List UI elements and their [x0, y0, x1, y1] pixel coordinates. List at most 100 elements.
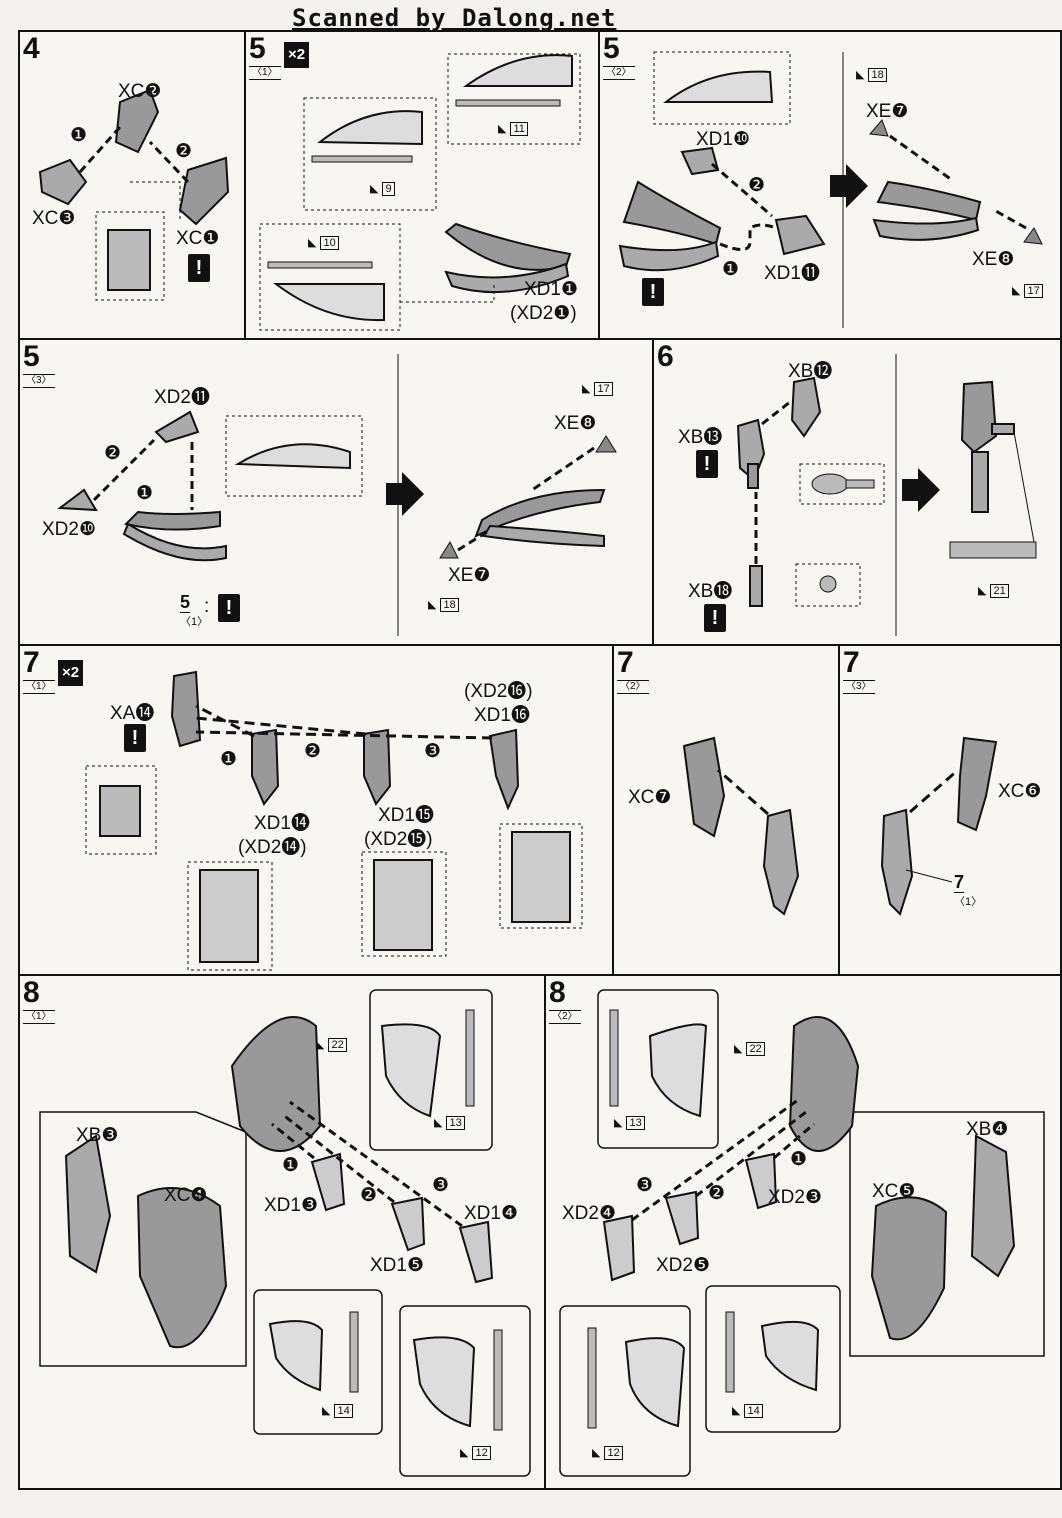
order-1: ❶	[282, 1155, 300, 1176]
sub-step: 〈1〉	[23, 680, 55, 694]
next-arrow-icon	[902, 468, 940, 512]
label-xb12: XB⓬	[788, 361, 833, 382]
step-5-1-drawing	[259, 53, 581, 331]
runner-part-14: ◣14	[732, 1404, 763, 1418]
step-number: 7	[843, 646, 860, 679]
order-1: ❶	[220, 749, 238, 770]
sub-step: 〈2〉	[549, 1010, 581, 1024]
order-2: ❷	[708, 1183, 726, 1204]
step-7-3-drawing	[880, 736, 998, 916]
label-xb13: XB⓭	[678, 427, 723, 448]
label-xd1-4: XD1❹	[464, 1203, 518, 1224]
sub-step: 〈1〉	[23, 1010, 55, 1024]
panel-step-5-3: 5 〈3〉 XD2⓫ XD2❿ XE❽ XE❼ ❶ ❷ ◣17 ◣18 5〈1〉…	[18, 338, 654, 646]
label-xd1-1: XD1❶	[524, 279, 578, 300]
order-2: ❷	[304, 741, 322, 762]
step-number: 6	[657, 340, 674, 373]
order-3: ❸	[432, 1175, 450, 1196]
runner-part-17: ◣17	[1012, 284, 1043, 298]
step-number: 5	[23, 340, 40, 373]
sub-step: 〈2〉	[603, 66, 635, 80]
runner-part-12: ◣12	[592, 1446, 623, 1460]
panel-step-5-1: 5 〈1〉 ×2 ◣9 ◣11 ◣10 XD1❶ (XD2❶)	[244, 30, 600, 340]
label-xd2-15: (XD2⓯)	[364, 829, 433, 850]
label-xd1-16: XD1⓰	[474, 705, 530, 726]
label-xd2-3: XD2❸	[768, 1187, 822, 1208]
label-xb4: XB❹	[966, 1119, 1009, 1140]
panel-step-5-2: 5 〈2〉 XD1❿ XD1⓫ XE❼ XE❽ ❶ ❷ ◣18 ◣17 !	[598, 30, 1062, 340]
runner-part-10: ◣10	[308, 236, 339, 250]
label-xe7: XE❼	[448, 565, 491, 586]
label-xc4: XC❹	[164, 1185, 208, 1206]
step-8-2-drawing	[559, 989, 1045, 1477]
label-xd2-1: (XD2❶)	[510, 303, 577, 324]
sub-step: 〈2〉	[617, 680, 649, 694]
scanner-watermark: Scanned by Dalong.net	[292, 4, 617, 32]
label-xd2-10: XD2❿	[42, 519, 96, 540]
panel-step-7-1: 7 〈1〉 ×2 XA⓮ (XD2⓰) XD1⓰ XD1⓮ (XD2⓮) XD1…	[18, 644, 614, 976]
order-1: ❶	[70, 125, 88, 146]
panel-step-8-1: 8 〈1〉 ◣22 ◣13 ◣14 ◣12 XB❸ XC❹ XD1❸ XD1❺ …	[18, 974, 546, 1490]
runner-part-22: ◣22	[734, 1042, 765, 1056]
caution-icon: !	[218, 594, 240, 622]
label-xd2-16: (XD2⓰)	[464, 681, 533, 702]
next-arrow-icon	[386, 472, 424, 516]
step-number: 8	[23, 976, 40, 1009]
step-number: 8	[549, 976, 566, 1009]
next-arrow-icon	[830, 164, 868, 208]
panel-step-6: 6 XB⓬ XB⓭ XB⓲ ◣21 ! !	[652, 338, 1062, 646]
step-4-drawing	[38, 88, 230, 301]
sub-step: 〈1〉	[249, 66, 281, 80]
panel-step-7-2: 7 〈2〉 XC❼	[612, 644, 840, 976]
order-1: ❶	[722, 259, 740, 280]
runner-part-21: ◣21	[978, 584, 1009, 598]
caution-icon: !	[642, 278, 664, 306]
reference-step: 7〈1〉	[954, 872, 983, 908]
label-xe8: XE❽	[554, 413, 597, 434]
runner-part-14: ◣14	[322, 1404, 353, 1418]
runner-part-13: ◣13	[614, 1116, 645, 1130]
caution-icon-2: !	[704, 604, 726, 632]
order-3: ❸	[636, 1175, 654, 1196]
panel-step-8-2: 8 〈2〉 ◣22 ◣13 ◣14 ◣12 XB❹ XC❺ XD2❹ XD2❸ …	[544, 974, 1062, 1490]
label-xd1-11: XD1⓫	[764, 263, 820, 284]
label-xd1-3: XD1❸	[264, 1195, 318, 1216]
label-xe7: XE❼	[866, 101, 909, 122]
order-3: ❸	[424, 741, 442, 762]
caution-icon: !	[124, 724, 146, 752]
label-xe8: XE❽	[972, 249, 1015, 270]
label-xd2-5: XD2❺	[656, 1255, 710, 1276]
step-6-drawing	[736, 354, 1037, 636]
order-2: ❷	[104, 443, 122, 464]
label-xd2-11: XD2⓫	[154, 387, 210, 408]
label-xc6: XC❻	[998, 781, 1042, 802]
label-xd2-14: (XD2⓮)	[238, 837, 307, 858]
label-xc5: XC❺	[872, 1181, 916, 1202]
panel-step-4: 4 XC❷ XC❸ XC❶ ❶ ❷ !	[18, 30, 246, 340]
sub-step: 〈3〉	[843, 680, 875, 694]
step-8-1-drawing	[39, 989, 531, 1477]
step-7-1-drawing	[85, 670, 583, 971]
label-xd1-14: XD1⓮	[254, 813, 310, 834]
step-number: 5	[249, 32, 266, 65]
step-number: 7	[23, 646, 40, 679]
step-number: 5	[603, 32, 620, 65]
order-2: ❷	[748, 175, 766, 196]
step-5-3-drawing	[57, 354, 617, 636]
label-xc7: XC❼	[628, 787, 672, 808]
runner-part-9: ◣9	[370, 182, 395, 196]
step-number: 4	[23, 32, 40, 65]
step-number: 7	[617, 646, 634, 679]
runner-part-18: ◣18	[428, 598, 459, 612]
quantity-badge: ×2	[58, 660, 84, 686]
label-xd2-4: XD2❹	[562, 1203, 616, 1224]
runner-part-18: ◣18	[856, 68, 887, 82]
order-2: ❷	[360, 1185, 378, 1206]
runner-part-13: ◣13	[434, 1116, 465, 1130]
label-xa14: XA⓮	[110, 703, 155, 724]
label-xc2: XC❷	[118, 81, 162, 102]
caution-icon-1: !	[696, 450, 718, 478]
reference-separator: :	[204, 596, 210, 617]
reference-step: 5〈1〉	[180, 592, 209, 628]
order-1: ❶	[790, 1149, 808, 1170]
